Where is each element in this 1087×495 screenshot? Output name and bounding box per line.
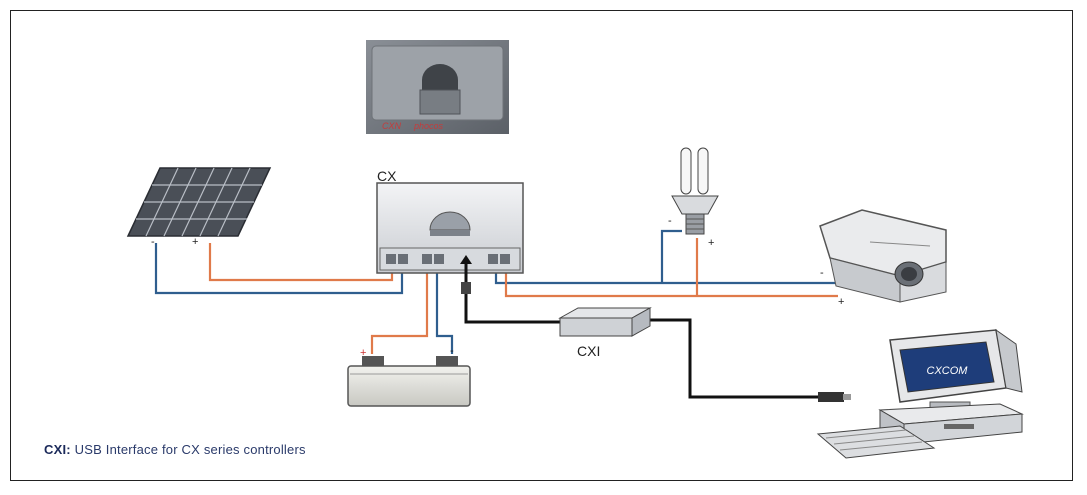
cx-controller-icon [376,182,524,294]
battery-positive-wire [370,262,429,354]
battery-plus-label: + [360,347,366,359]
usb-plug-icon [818,392,844,402]
printer-plus-label: + [838,296,844,308]
computer-icon [816,328,1024,459]
solar-minus-label: - [151,236,155,248]
solar-positive-wire [208,243,394,282]
lamp-negative-wire [660,229,682,283]
controller-photo: CXN phocos [366,40,509,134]
monitor-screen-label: CXCOM [927,365,969,377]
photo-model-label: CXN [382,121,402,131]
lamp-minus-label: - [668,215,672,227]
data-cable [464,283,820,399]
caption-term: CXI: [44,442,71,457]
solar-negative-wire [154,243,404,295]
cxi-interface-icon [558,307,652,337]
caption-text: USB Interface for CX series controllers [74,442,306,457]
lamp-plus-label: + [708,237,714,249]
load-positive-wire [504,262,838,298]
interface-label: CXI [577,343,600,359]
load-negative-wire [494,262,838,285]
printer-icon: - + [819,209,947,308]
lamp-icon: - + [668,147,719,249]
battery-minus-label: - [450,345,454,357]
solar-plus-label: + [192,236,198,248]
printer-minus-label: - [820,267,824,279]
caption: CXI: USB Interface for CX series control… [44,442,306,457]
battery-icon: + - [347,345,471,407]
controller-label: CX [377,168,397,184]
photo-brand-label: phocos [413,121,444,131]
solar-panel-icon: - + [126,167,272,248]
battery-negative-wire [435,262,454,354]
